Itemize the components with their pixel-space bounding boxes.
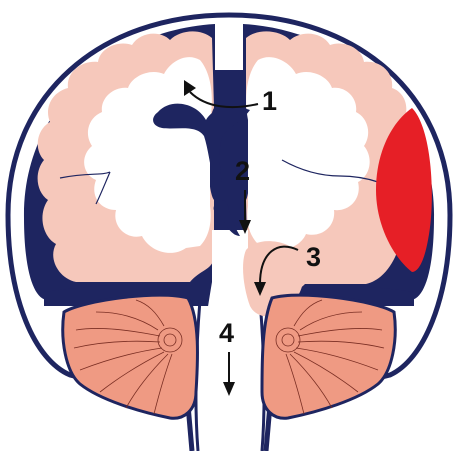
label-4: 4	[219, 318, 234, 348]
label-1: 1	[262, 86, 277, 116]
label-2: 2	[235, 156, 250, 186]
cerebellum-left	[63, 295, 198, 418]
label-3: 3	[306, 242, 321, 272]
cerebellum-right	[262, 295, 395, 418]
